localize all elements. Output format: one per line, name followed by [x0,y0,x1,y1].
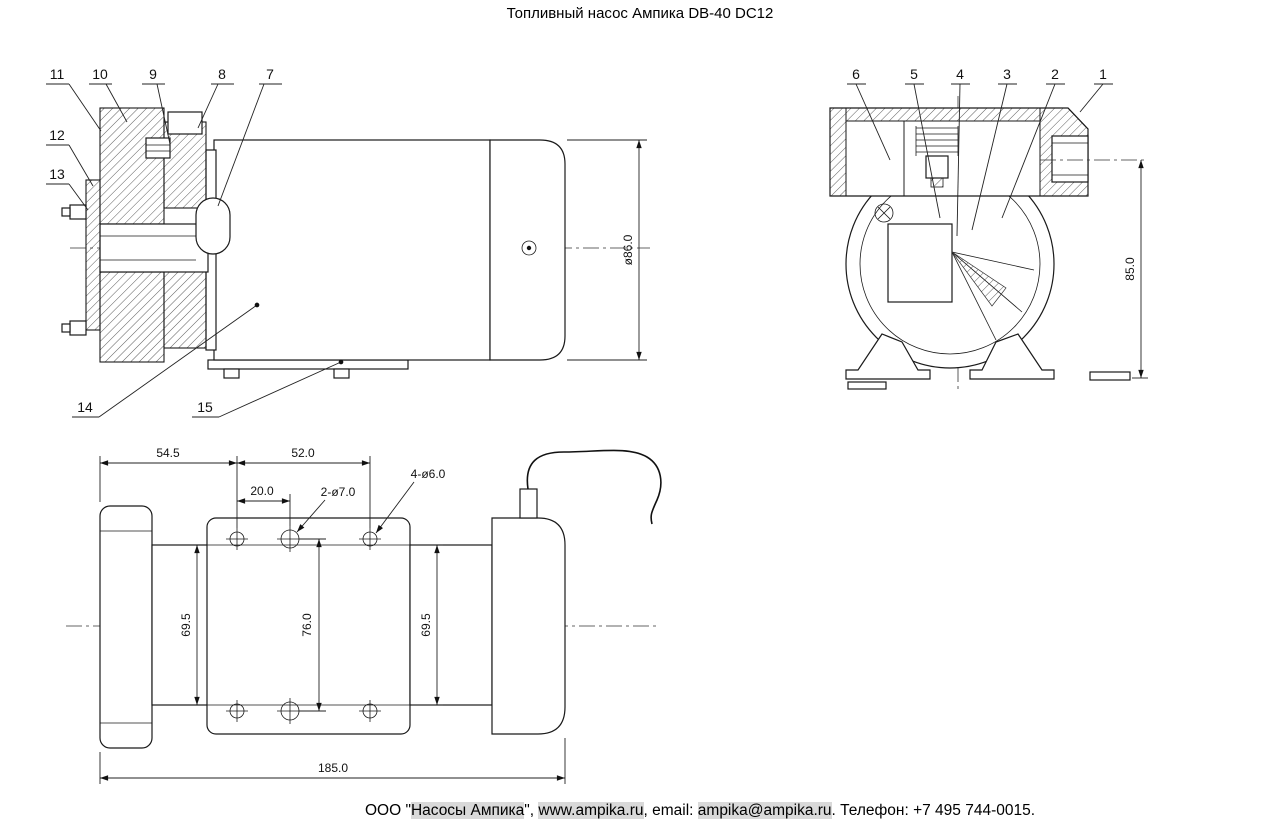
dim-text-height: 85.0 [1123,257,1137,281]
dim-height-85: 85.0 [1040,159,1148,379]
pump-nose [195,197,231,255]
front-flange [85,179,101,331]
end-cap-plan [491,517,566,735]
end-cap-screw-center [526,245,532,251]
dim-text-69b: 69.5 [419,613,433,637]
dim-text-54: 54.5 [156,446,180,460]
footer-prefix: ООО " [364,802,411,819]
outlet-bore [1051,135,1089,183]
plan-dimensions: 54.5 52.0 20.0 2-ø7.0 4-ø6.0 69.5 76.0 6… [99,446,566,784]
dim-text-76: 76.0 [300,613,314,637]
dim-text-2x7: 2-ø7.0 [321,485,356,499]
part-label-5: 5 [910,66,918,82]
footer-contact: ООО "Насосы Ампика", www.ampika.ru, emai… [0,802,1280,820]
pump-bore [99,223,209,273]
part-label-4: 4 [956,66,964,82]
dim-text-4x6: 4-ø6.0 [411,467,446,481]
impeller-lines [951,251,1035,341]
motor-magnet [887,223,953,303]
power-wire [526,449,662,525]
motor-body-plan [409,544,493,706]
mounting-foot-right [969,333,1055,380]
foot-pad-left [847,381,887,390]
footer-mid1: ", [524,802,539,819]
footer-suffix: . Телефон: +7 495 744-0015. [831,802,1036,819]
foot-pad-right [1089,371,1131,381]
dim-text-20: 20.0 [250,484,274,498]
part-label-1: 1 [1099,66,1107,82]
dim-text-52: 52.0 [291,446,315,460]
footer-mid2: , email: [643,802,698,819]
part-label-11: 11 [50,66,65,82]
screw-cross-icon [874,203,894,223]
dim-text-185: 185.0 [318,761,348,775]
head-screw [145,137,171,159]
part-label-6: 6 [852,66,860,82]
base-bracket [207,359,409,379]
plan-view: 54.5 52.0 20.0 2-ø7.0 4-ø6.0 69.5 76.0 6… [66,446,662,784]
mounting-foot-left [845,333,931,380]
flange-bolt-top [61,204,87,220]
part-label-15: 15 [197,399,213,415]
inlet-fitting [99,505,153,749]
part-label-9: 9 [149,66,157,82]
part-label-13: 13 [49,166,65,182]
part-label-7: 7 [266,66,274,82]
head-top-cap [167,111,203,135]
motor-body [213,139,491,361]
front-view: 6 5 4 3 2 1 [829,66,1148,392]
footer-org: Насосы Ампика [410,802,525,819]
part-label-10: 10 [92,66,108,82]
footer-email-link[interactable]: ampika@ampika.ru [697,802,832,819]
part-label-8: 8 [218,66,226,82]
drawing-title: Топливный насос Ампика DB-40 DC12 [506,5,774,22]
part-label-14: 14 [77,399,93,415]
cable-connector [519,488,538,519]
end-cap-screw [521,240,537,256]
footer-url-link[interactable]: www.ampika.ru [538,802,644,819]
side-view: 11 10 9 8 7 12 13 [46,66,650,418]
part-label-3: 3 [1003,66,1011,82]
part-label-2: 2 [1051,66,1059,82]
dim-text-69a: 69.5 [179,613,193,637]
dim-diameter-86: ø86.0 [567,139,647,361]
part-label-12: 12 [49,127,65,143]
front-part-labels: 6 5 4 3 2 1 [847,66,1113,237]
dim-text-diameter: ø86.0 [621,234,635,265]
motor-end-cap [489,139,566,361]
flange-bolt-bottom [61,320,87,336]
pump-head-section [61,107,231,363]
side-part-labels: 11 10 9 8 7 12 13 [46,66,344,418]
